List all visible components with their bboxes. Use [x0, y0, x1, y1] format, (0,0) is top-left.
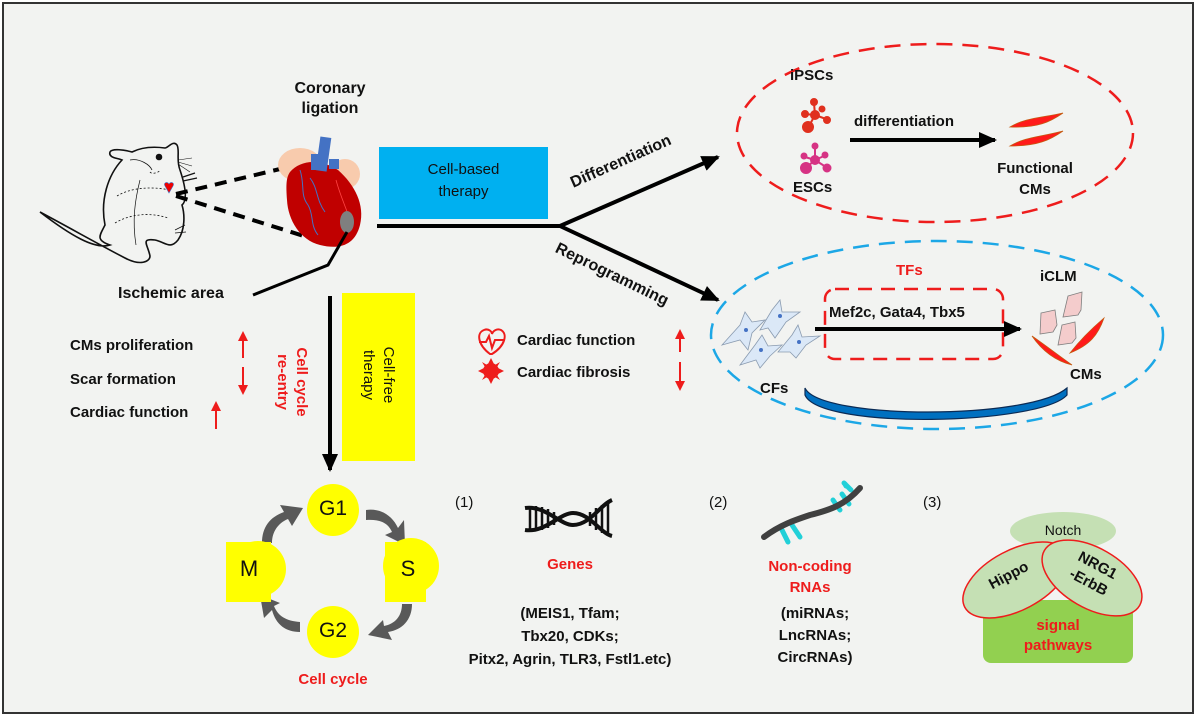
signal-title-line2: pathways — [1023, 637, 1093, 654]
coronary-label-line2: ligation — [301, 100, 359, 117]
iclm-cell-icon — [1039, 291, 1083, 346]
genes-detail-line: Pitx2, Agrin, TLR3, Fstl1.etc) — [468, 651, 672, 668]
cell-free-label-line2: therapy — [360, 349, 377, 401]
mechanism-1-number: (1) — [455, 494, 474, 511]
notch-label: Notch — [1044, 522, 1082, 538]
noncoding-detail-line: (miRNAs; — [780, 605, 850, 622]
genes-detail-line: Tbx20, CDKs; — [521, 628, 619, 645]
tfs-label: TFs — [896, 262, 923, 279]
phase-m-label: M — [239, 556, 259, 581]
phase-g2-label: G2 — [318, 619, 347, 642]
cell-based-label-line2: therapy — [438, 183, 489, 200]
phase-m-node — [226, 541, 286, 602]
phase-g2-node — [307, 606, 359, 658]
coronary-label-line1: Coronary — [294, 80, 366, 97]
mouse-icon — [39, 142, 198, 264]
burst-icon — [478, 358, 504, 384]
differentiation-group-outline — [735, 42, 1135, 224]
coronary-ligation-label: Coronary ligation — [275, 79, 385, 119]
noncoding-rnas-title: Non-coding RNAs — [750, 556, 870, 598]
ischemic-area-label: Ischemic area — [118, 285, 224, 302]
functional-cms-line1: Functional — [997, 160, 1073, 177]
ipsc-label: iPSCs — [790, 67, 834, 84]
heart-illustration — [278, 136, 362, 247]
mouse-heart-icon — [164, 182, 174, 194]
cfs-label: CFs — [760, 380, 789, 397]
ischemic-pointer-line — [252, 231, 349, 297]
functional-cms-label: Functional CMs — [975, 158, 1095, 200]
heart-pulse-icon — [478, 328, 506, 355]
reprogrammed-cm-icon — [1031, 316, 1105, 366]
cardiac-fibroblast-icon — [720, 299, 822, 369]
esc-icon — [800, 142, 832, 174]
noncoding-title-line1: Non-coding — [768, 558, 852, 575]
signal-pathways-box — [983, 600, 1133, 663]
notch-node — [1010, 512, 1116, 550]
tfs-dashed-box — [823, 287, 1005, 361]
reprogrammed-cms-label: CMs — [1070, 366, 1102, 383]
ipsc-icon — [801, 98, 831, 133]
cell-cycle-label: Cell cycle — [298, 671, 368, 688]
reentry-line1: Cell cycle — [293, 347, 310, 417]
cell-cycle-reentry-label: Cell cycle re-entry — [273, 312, 311, 452]
zoom-line-lower — [175, 194, 308, 239]
cycle-arrow-s-g2 — [368, 604, 412, 640]
genes-details: (MEIS1, Tfam; Tbx20, CDKs; Pitx2, Agrin,… — [440, 602, 700, 671]
reentry-line2: re-entry — [274, 354, 291, 410]
phase-s-node — [383, 538, 439, 602]
reprogramming-group-outline — [709, 239, 1165, 431]
noncoding-title-line2: RNAs — [789, 579, 831, 596]
cell-based-outcome-cardiac-fibrosis: Cardiac fibrosis — [517, 364, 631, 381]
differentiation-arrow — [559, 155, 720, 228]
cycle-arrow-m-g1 — [262, 505, 303, 543]
cell-free-outcome-cardiac-function: Cardiac function — [70, 404, 189, 421]
dna-icon — [524, 498, 613, 538]
cell-based-therapy-box: Cell-based therapy — [379, 147, 548, 219]
tfs-factors-label: Mef2c, Gata4, Tbx5 — [829, 304, 965, 321]
cell-cycle-diagram — [226, 484, 439, 658]
cycle-arrow-g2-m — [260, 595, 300, 632]
zoom-line-upper — [175, 167, 281, 196]
phase-g1-node — [307, 484, 359, 536]
cell-based-outcome-cardiac-function: Cardiac function — [517, 332, 636, 349]
differentiation-arrow-label: differentiation — [854, 113, 954, 130]
functional-cm-icon — [1008, 112, 1064, 147]
cell-based-label-line1: Cell-based — [427, 161, 500, 178]
cell-free-therapy-box: Cell-free therapy — [342, 293, 415, 461]
reprogramming-arrow — [559, 224, 720, 302]
cell-free-outcome-scar: Scar formation — [70, 371, 176, 388]
genes-detail-line: (MEIS1, Tfam; — [520, 605, 620, 622]
phase-g1-label: G1 — [318, 497, 347, 520]
signal-title-line1: signal — [1036, 617, 1080, 634]
noncoding-details: (miRNAs; LncRNAs; CircRNAs) — [760, 603, 870, 669]
feedback-arc — [804, 386, 1068, 420]
mechanism-2-number: (2) — [709, 494, 728, 511]
esc-label: ESCs — [793, 179, 833, 196]
genes-title: Genes — [547, 556, 593, 573]
noncoding-detail-line: CircRNAs) — [777, 649, 853, 666]
cell-free-outcome-proliferation: CMs proliferation — [70, 337, 194, 354]
cell-free-label-line1: Cell-free — [380, 346, 397, 404]
nrg1-erbb-node — [1041, 539, 1143, 617]
cycle-arrow-g1-s — [366, 509, 405, 545]
mechanism-3-number: (3) — [923, 494, 942, 511]
noncoding-detail-line: LncRNAs; — [778, 627, 852, 644]
signal-pathways-diagram — [962, 512, 1143, 663]
iclm-label: iCLM — [1040, 268, 1077, 285]
signal-pathways-title: signal pathways — [983, 616, 1133, 656]
rna-strand-icon — [761, 480, 863, 545]
phase-s-label: S — [400, 556, 416, 581]
functional-cms-line2: CMs — [1019, 181, 1051, 198]
